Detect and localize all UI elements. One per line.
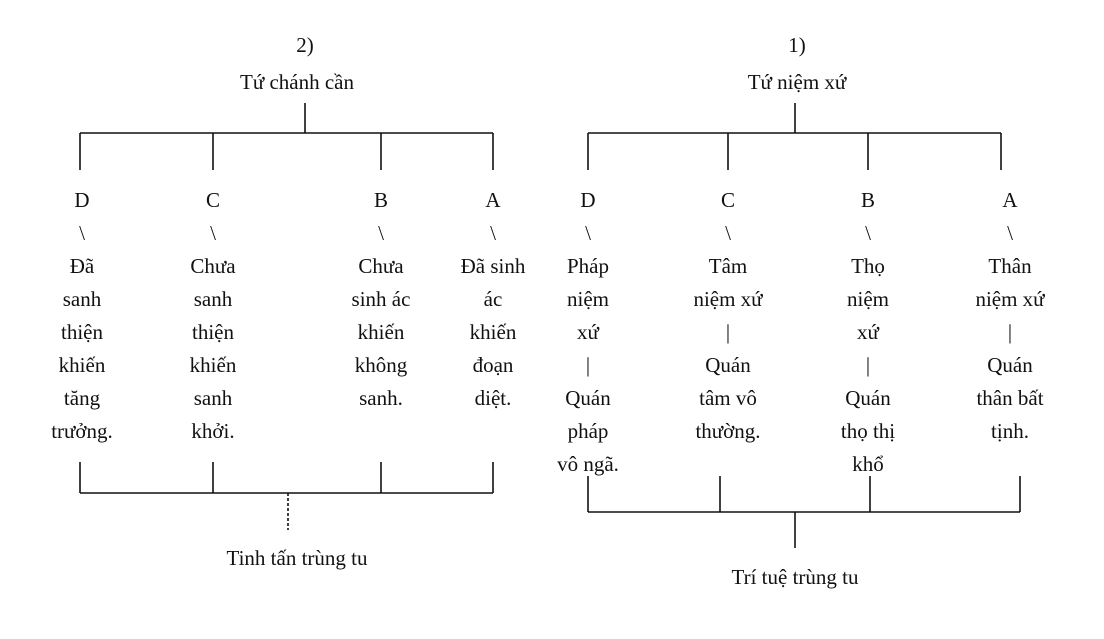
column-letter: B bbox=[860, 188, 875, 212]
tree-1-footer: Trí tuệ trùng tu bbox=[731, 565, 859, 589]
column-line: Quán bbox=[565, 386, 611, 410]
column-line: sanh. bbox=[359, 386, 403, 410]
tree-2-footer: Tinh tấn trùng tu bbox=[226, 546, 368, 570]
column-line: \ bbox=[79, 221, 85, 245]
column-line: thiện bbox=[192, 320, 234, 344]
column-line: Quán bbox=[845, 386, 891, 410]
tree-2-column-c: C \ Chưa sanh thiện khiến sanh khởi. bbox=[148, 184, 278, 448]
column-letter: C bbox=[205, 188, 220, 212]
column-line: \ bbox=[725, 221, 731, 245]
column-line: Đã bbox=[69, 254, 95, 278]
column-line: Tâm bbox=[708, 254, 748, 278]
column-line: vô ngã. bbox=[557, 452, 619, 476]
column-line: | bbox=[865, 353, 871, 377]
column-line: Pháp bbox=[567, 254, 609, 278]
tree-2-bottom-connectors bbox=[79, 462, 494, 530]
column-line: sanh bbox=[193, 386, 233, 410]
column-line: diệt. bbox=[474, 386, 512, 410]
column-line: \ bbox=[378, 221, 384, 245]
column-line: Thọ bbox=[851, 254, 885, 278]
column-line: niệm xứ bbox=[975, 287, 1045, 311]
column-line: tâm vô bbox=[699, 386, 757, 410]
tree-1-column-c: C \ Tâm niệm xứ | Quán tâm vô thường. bbox=[663, 184, 793, 448]
column-line: xứ bbox=[577, 320, 599, 344]
column-line: khiến bbox=[58, 353, 106, 377]
column-line: Chưa bbox=[358, 254, 404, 278]
column-line: thiện bbox=[61, 320, 103, 344]
tree-1-number: 1) bbox=[788, 33, 806, 57]
column-line: tịnh. bbox=[991, 419, 1029, 443]
column-line: | bbox=[725, 320, 731, 344]
column-line: niệm xứ bbox=[693, 287, 763, 311]
column-letter: A bbox=[485, 188, 501, 212]
column-line: Quán bbox=[705, 353, 751, 377]
column-line: | bbox=[585, 353, 591, 377]
column-line: khổ bbox=[852, 452, 884, 476]
tree-2-number: 2) bbox=[296, 33, 314, 57]
column-line: đoạn bbox=[472, 353, 514, 377]
column-letter: C bbox=[720, 188, 735, 212]
column-line: niệm bbox=[847, 287, 889, 311]
column-line: Chưa bbox=[190, 254, 236, 278]
column-line: \ bbox=[1007, 221, 1013, 245]
column-line: khiến bbox=[189, 353, 237, 377]
column-line: Quán bbox=[987, 353, 1033, 377]
column-line: sinh ác bbox=[351, 287, 411, 311]
column-line: thọ thị bbox=[840, 419, 896, 443]
tree-1-title: Tứ niệm xứ bbox=[747, 70, 847, 94]
column-line: niệm bbox=[567, 287, 609, 311]
column-line: xứ bbox=[857, 320, 879, 344]
column-line: | bbox=[1007, 320, 1013, 344]
column-letter: D bbox=[74, 188, 90, 212]
column-line: khiến bbox=[469, 320, 517, 344]
tree-1-column-b: B \ Thọ niệm xứ | Quán thọ thị khổ bbox=[803, 184, 933, 481]
tree-1-top-connectors bbox=[587, 103, 1002, 170]
tree-2-column-d: D \ Đã sanh thiện khiến tăng trưởng. bbox=[17, 184, 147, 448]
column-line: \ bbox=[865, 221, 871, 245]
tree-2-top-connectors bbox=[79, 103, 494, 170]
column-line: \ bbox=[585, 221, 591, 245]
column-line: Đã sinh bbox=[460, 254, 526, 278]
column-line: \ bbox=[210, 221, 216, 245]
column-line: tăng bbox=[63, 386, 101, 410]
column-line: khởi. bbox=[191, 419, 235, 443]
tree-2-column-b: B \ Chưa sinh ác khiến không sanh. bbox=[316, 184, 446, 415]
column-line: khiến bbox=[357, 320, 405, 344]
tree-1-column-d: D \ Pháp niệm xứ | Quán pháp vô ngã. bbox=[523, 184, 653, 481]
tree-1-column-a: A \ Thân niệm xứ | Quán thân bất tịnh. bbox=[945, 184, 1075, 448]
column-letter: D bbox=[580, 188, 596, 212]
column-line: ác bbox=[483, 287, 503, 311]
column-letter: A bbox=[1002, 188, 1018, 212]
tree-2-title: Tứ chánh cần bbox=[240, 70, 354, 94]
column-line: \ bbox=[490, 221, 496, 245]
column-line: pháp bbox=[567, 419, 609, 443]
column-letter: B bbox=[373, 188, 388, 212]
column-line: thường. bbox=[695, 419, 761, 443]
column-line: không bbox=[354, 353, 408, 377]
column-line: sanh bbox=[193, 287, 233, 311]
column-line: trưởng. bbox=[51, 419, 113, 443]
column-line: sanh bbox=[62, 287, 102, 311]
tree-1-bottom-connectors bbox=[587, 476, 1021, 548]
tree-2-column-a: A \ Đã sinh ác khiến đoạn diệt. bbox=[428, 184, 558, 415]
column-line: thân bất bbox=[976, 386, 1044, 410]
column-line: Thân bbox=[988, 254, 1032, 278]
